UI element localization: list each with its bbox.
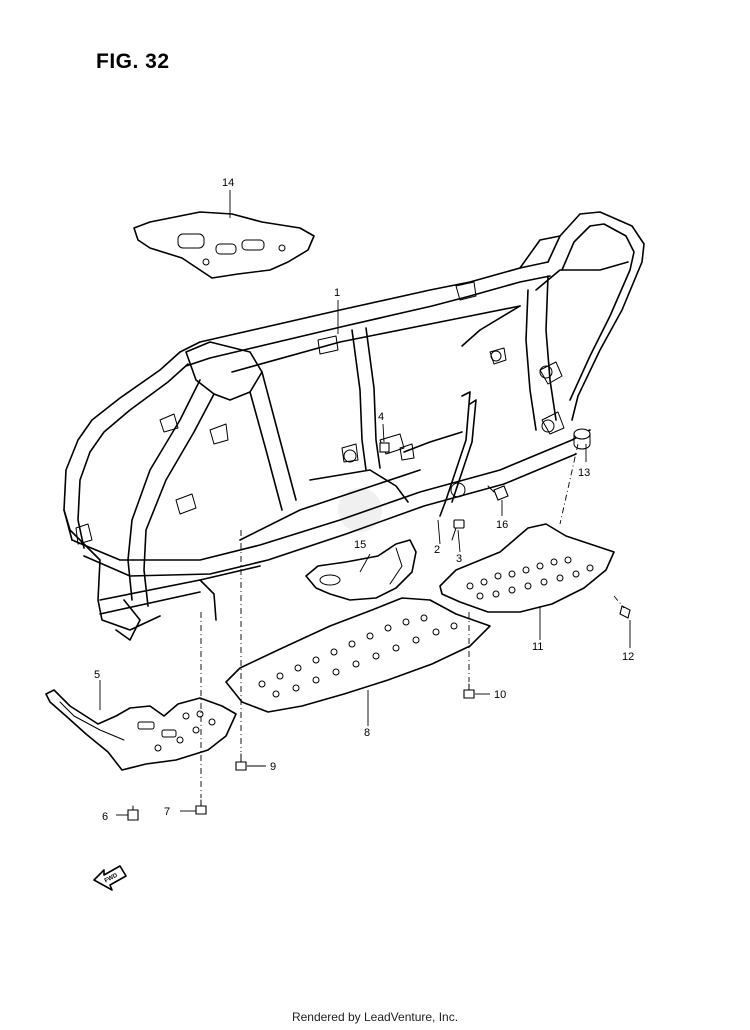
callout-9: 9 [270,761,276,773]
part-6-bolt[interactable] [127,805,139,821]
part-9-bolt[interactable] [235,753,247,771]
footer-credit: Rendered by LeadVenture, Inc. [291,1010,459,1024]
part-8-footrest-plate[interactable] [225,597,491,713]
callout-1: 1 [334,287,340,299]
callout-4: 4 [378,411,384,423]
forward-arrow-icon: FWD [93,865,127,891]
callout-2: 2 [434,544,440,556]
callout-7: 7 [164,806,170,818]
part-16-bolt[interactable] [487,485,509,501]
callout-labels: 14 1 4 13 16 2 3 15 11 12 5 10 8 9 6 7 [94,177,634,823]
leader-lines [99,190,631,816]
part-11-footrest-plate[interactable] [439,523,615,613]
callout-15: 15 [354,539,366,551]
callout-8: 8 [364,727,370,739]
part-1-frame[interactable] [63,211,645,641]
callout-16: 16 [496,519,508,531]
callout-14: 14 [222,177,234,189]
callout-11: 11 [532,641,543,653]
callout-3: 3 [456,553,462,565]
part-14-cover[interactable] [133,211,315,279]
part-4-nut[interactable] [379,442,390,453]
figure-title: FIG. 32 [96,50,170,73]
part-3-bolt[interactable] [451,519,465,541]
part-2-bracket[interactable] [399,391,477,517]
callout-10: 10 [494,689,506,701]
callout-5: 5 [94,669,100,681]
callout-12: 12 [622,651,634,663]
part-10-bolt[interactable] [463,683,475,699]
callout-6: 6 [102,811,108,823]
part-5-skid-plate[interactable] [45,689,237,771]
part-13-bushing[interactable] [573,428,591,450]
callout-13: 13 [578,467,590,479]
alignment-lines [200,443,625,798]
watermark-logo [338,488,382,532]
part-7-bolt[interactable] [195,799,207,815]
part-12-bolt[interactable] [619,605,631,619]
